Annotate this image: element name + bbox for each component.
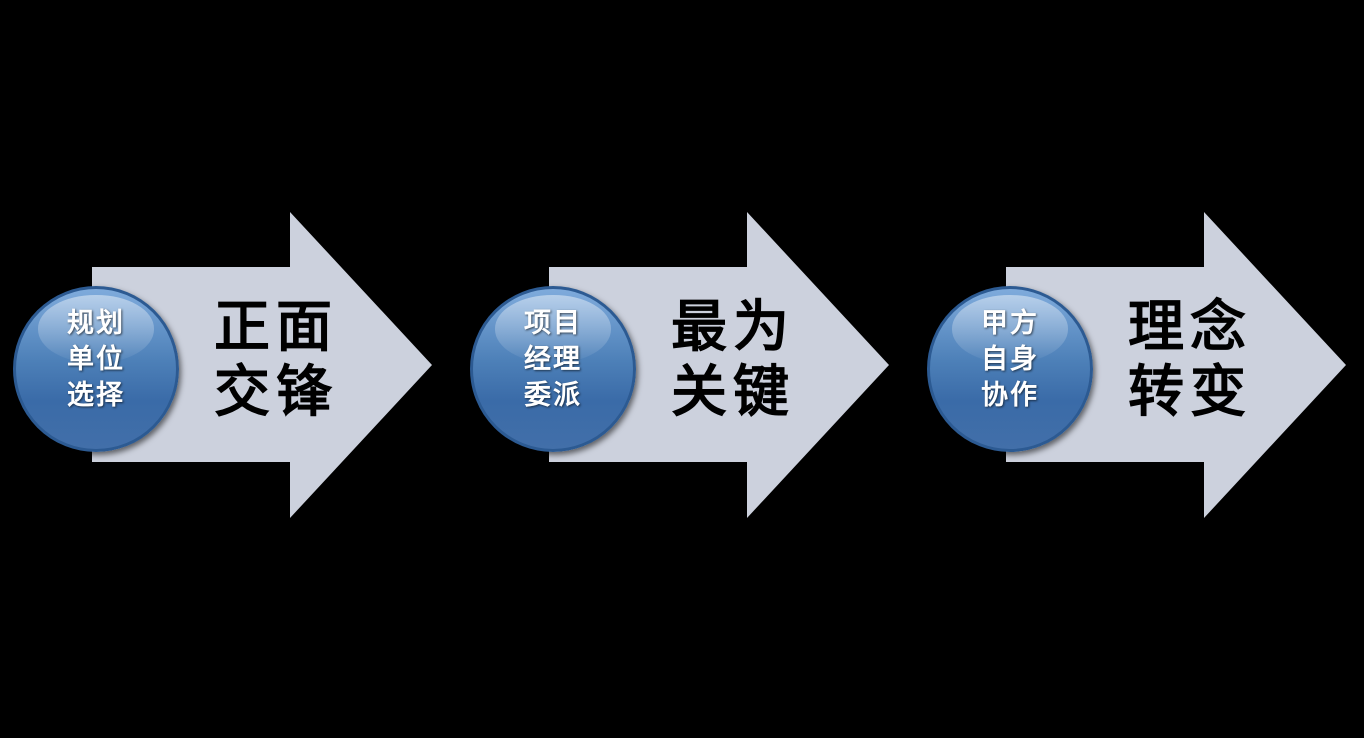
circle-text-line: 甲方 bbox=[981, 308, 1039, 338]
circle-text-line: 项目 bbox=[524, 308, 582, 338]
circle-text: 甲方 自身 协作 bbox=[930, 306, 1090, 414]
step-label-line: 交锋 bbox=[214, 361, 338, 424]
circle-text: 规划 单位 选择 bbox=[16, 306, 176, 414]
arrow-polygon bbox=[549, 212, 889, 518]
circle-text-line: 经理 bbox=[524, 343, 582, 374]
step-label-line: 正面 bbox=[214, 297, 338, 359]
arrow-polygon bbox=[92, 212, 432, 518]
process-step-3: 理念 转变 甲方 自身 协作 bbox=[927, 212, 1359, 518]
step-circle-badge: 甲方 自身 协作 bbox=[927, 286, 1093, 452]
step-label: 正面 交锋 bbox=[143, 296, 403, 426]
step-label-line: 关键 bbox=[671, 361, 795, 424]
step-circle-badge: 项目 经理 委派 bbox=[470, 286, 636, 452]
circle-text-line: 协作 bbox=[981, 379, 1039, 410]
step-label: 理念 转变 bbox=[1057, 296, 1317, 426]
step-label-line: 理念 bbox=[1128, 297, 1252, 359]
step-label-line: 最为 bbox=[671, 297, 795, 359]
right-arrow-shape bbox=[1006, 212, 1346, 518]
circle-text-line: 自身 bbox=[981, 343, 1039, 374]
circle-text: 项目 经理 委派 bbox=[473, 306, 633, 414]
circle-text-line: 规划 bbox=[67, 308, 125, 338]
circle-text-line: 单位 bbox=[67, 343, 125, 374]
circle-text-line: 选择 bbox=[67, 379, 125, 410]
process-step-2: 最为 关键 项目 经理 委派 bbox=[470, 212, 902, 518]
right-arrow-shape bbox=[549, 212, 889, 518]
step-label-line: 转变 bbox=[1128, 361, 1252, 424]
right-arrow-shape bbox=[92, 212, 432, 518]
arrow-polygon bbox=[1006, 212, 1346, 518]
step-circle-badge: 规划 单位 选择 bbox=[13, 286, 179, 452]
process-step-1: 正面 交锋 规划 单位 选择 bbox=[13, 212, 445, 518]
step-label: 最为 关键 bbox=[600, 296, 860, 426]
circle-text-line: 委派 bbox=[524, 379, 582, 410]
